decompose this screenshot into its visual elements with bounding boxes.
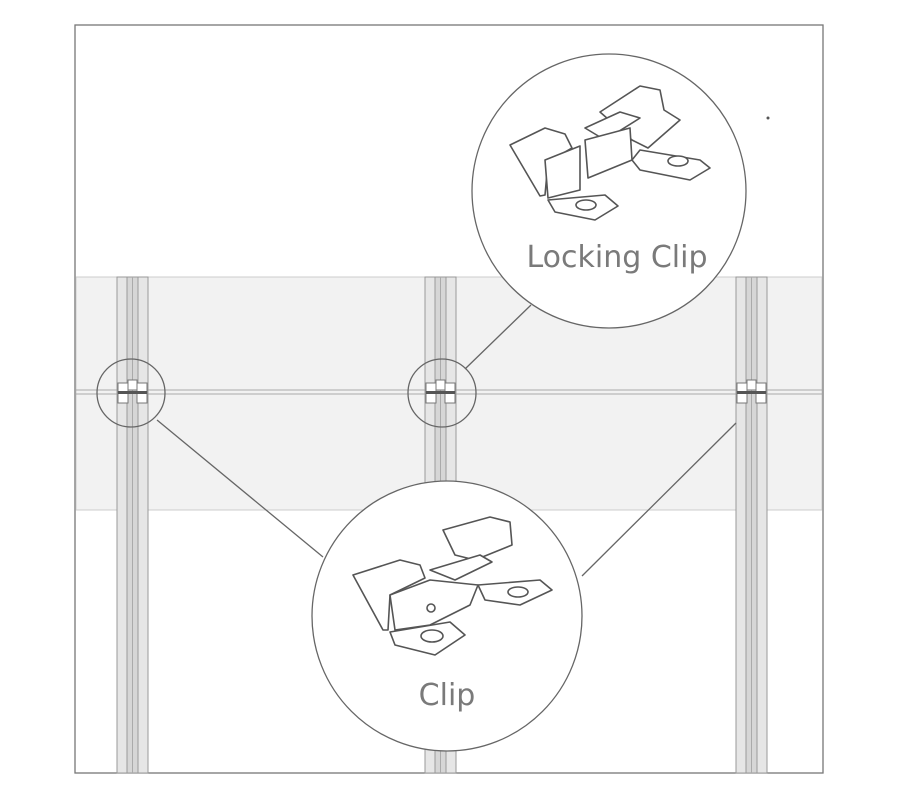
- clip-icon: [352, 516, 553, 656]
- leader-line: [464, 304, 532, 370]
- clip-marker: [127, 379, 138, 391]
- clip-marker: [746, 379, 757, 391]
- clip-callout: Clip: [311, 480, 583, 752]
- detail-circle-small: [407, 358, 477, 428]
- leader-line: [156, 419, 324, 558]
- stray-dot: [766, 116, 770, 120]
- locking-clip-callout: Locking Clip: [471, 53, 747, 329]
- locking-clip-icon: [509, 85, 711, 221]
- locking-clip-label: Locking Clip: [527, 240, 708, 275]
- clip-bar: [737, 391, 766, 394]
- clip-bar: [426, 391, 455, 394]
- detail-circle-small: [96, 358, 166, 428]
- clip-label: Clip: [419, 678, 476, 713]
- leader-line: [581, 422, 737, 577]
- clip-marker: [435, 379, 446, 391]
- clip-bar: [118, 391, 147, 394]
